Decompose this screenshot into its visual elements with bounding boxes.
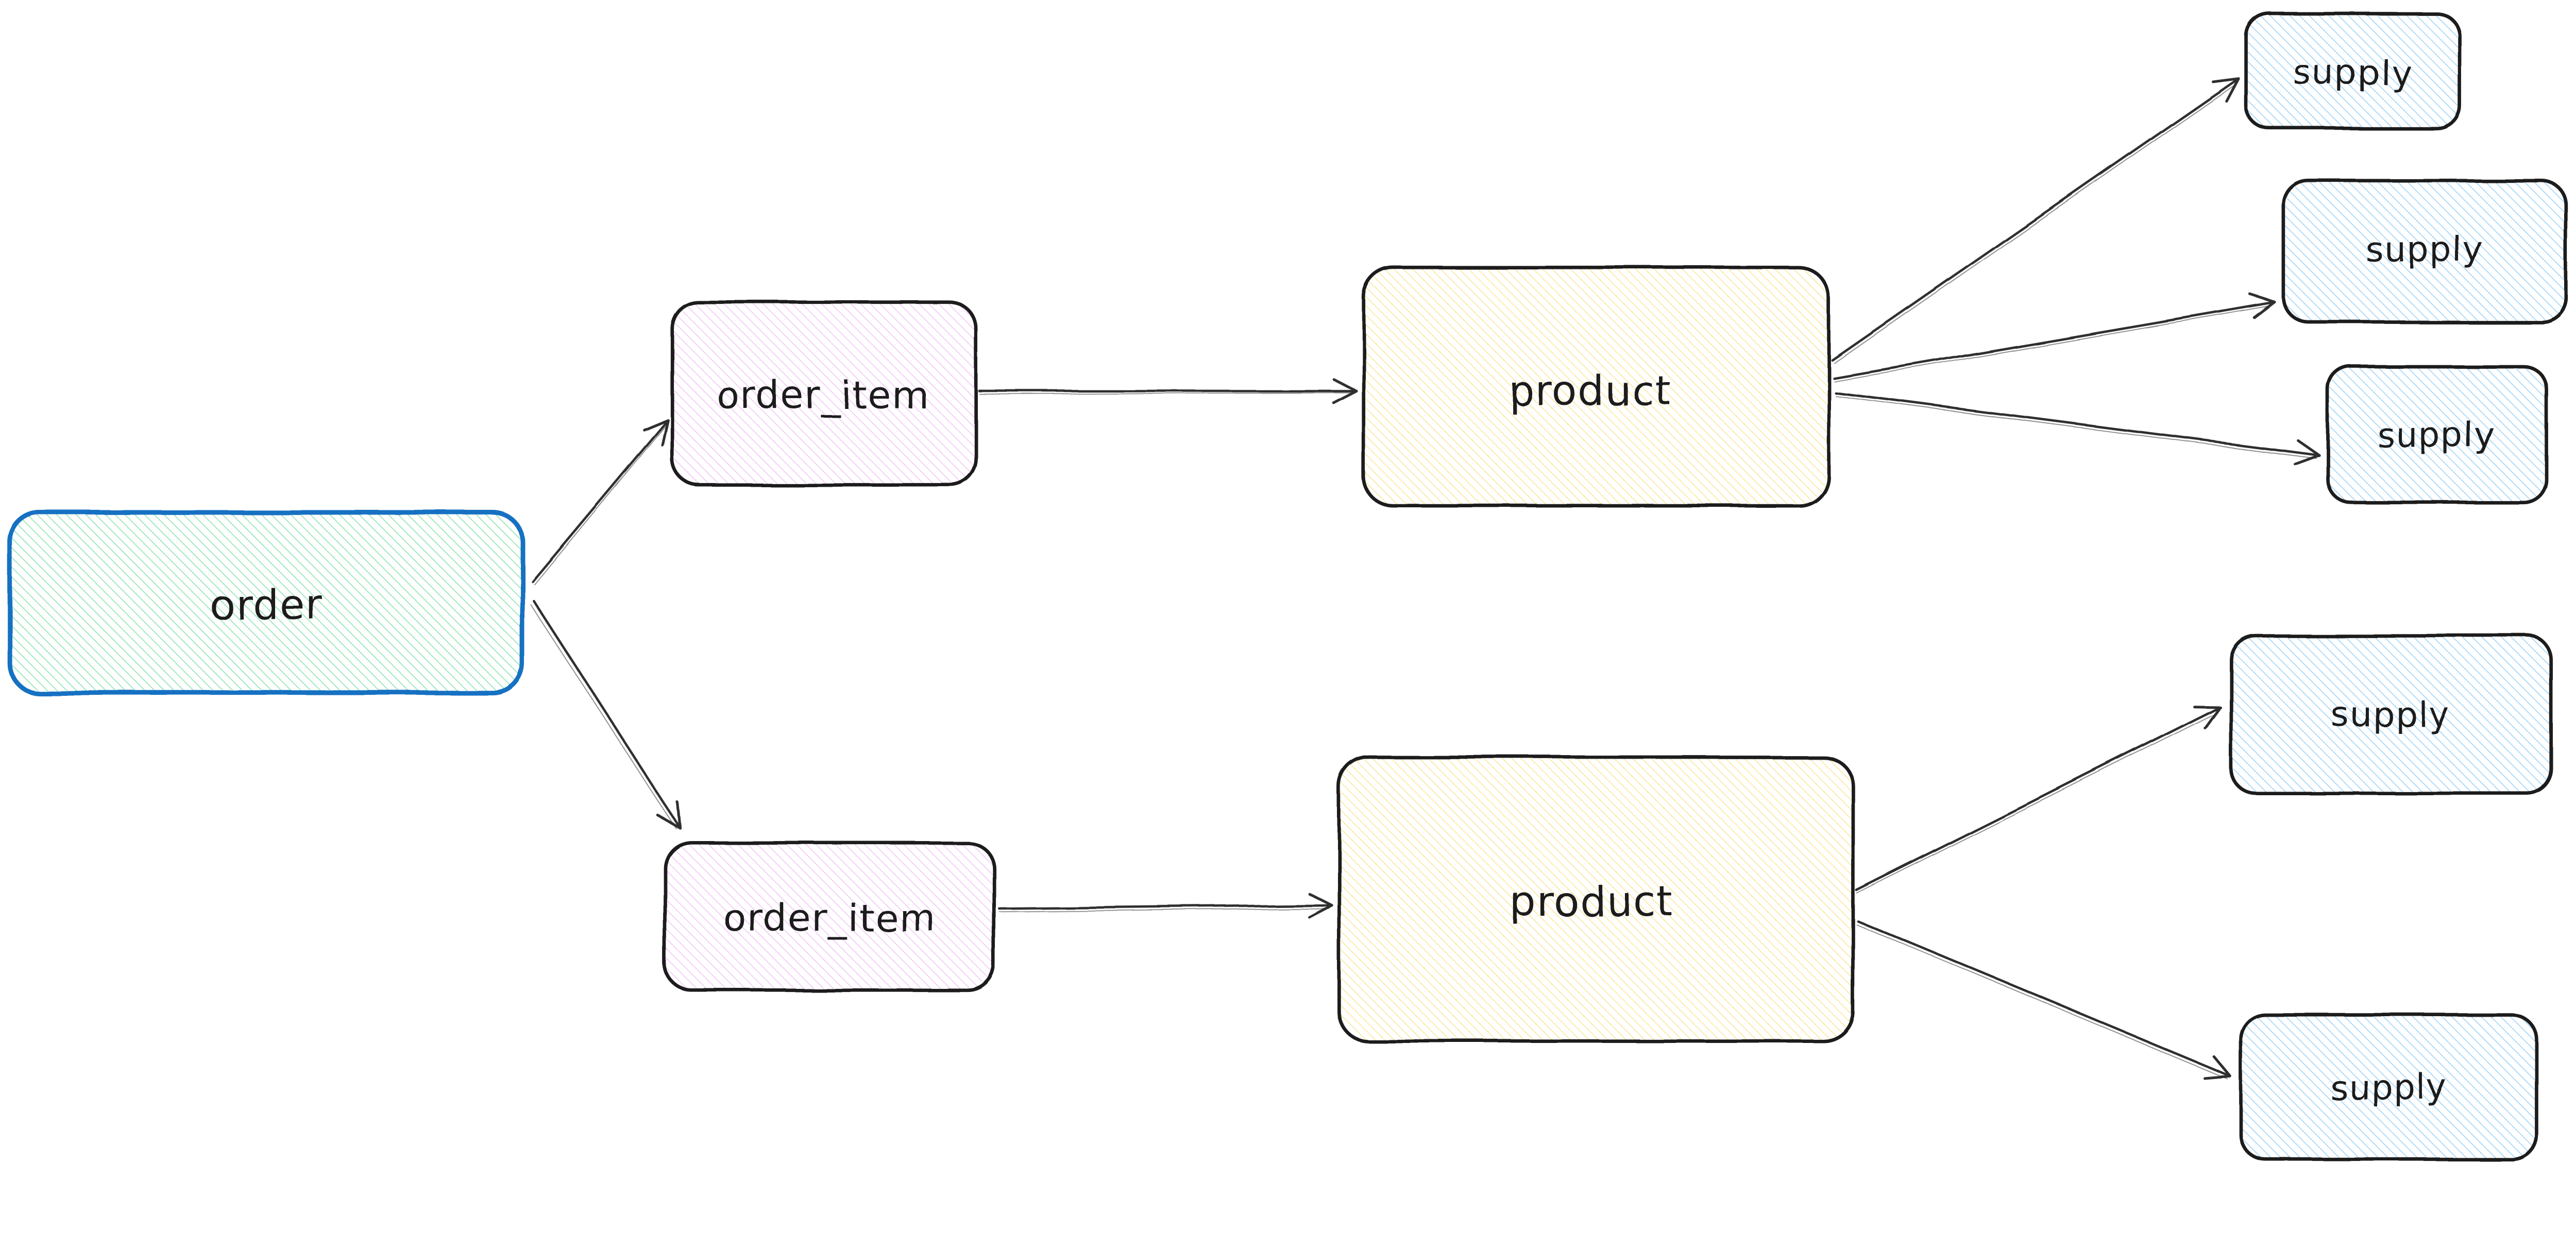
edge-order-to-order-item-bottom[interactable] [530, 600, 682, 830]
edge-order-item-bottom-to-product-bottom[interactable] [997, 892, 1333, 919]
node-supply-3-label: supply [2377, 415, 2496, 455]
edge-order-item-top-to-product-top[interactable] [978, 378, 1358, 404]
node-order-item-bottom-label: order_item [723, 896, 936, 940]
edge-product-top-to-supply-1[interactable] [1831, 77, 2240, 364]
node-supply-2-label: supply [2366, 230, 2484, 270]
node-supply-5[interactable]: supply [2239, 1013, 2538, 1161]
node-supply-2[interactable]: supply [2282, 179, 2568, 324]
node-supply-4[interactable]: supply [2229, 633, 2553, 795]
edge-product-top-to-supply-2[interactable] [1832, 293, 2276, 382]
node-product-bottom[interactable]: product [1337, 755, 1855, 1043]
edge-product-top-to-supply-3[interactable] [1834, 391, 2320, 466]
node-order-item-bottom[interactable]: order_item [664, 841, 996, 992]
diagram-canvas[interactable]: order order_item order_item product prod… [0, 0, 2576, 1176]
edge-product-bottom-to-supply-4[interactable] [1855, 706, 2222, 894]
node-product-top[interactable]: product [1362, 266, 1831, 508]
node-product-bottom-label: product [1510, 878, 1674, 926]
edge-product-bottom-to-supply-5[interactable] [1856, 920, 2232, 1080]
node-supply-5-label: supply [2329, 1067, 2448, 1107]
node-order-label: order [209, 580, 323, 628]
node-order-item-top-label: order_item [717, 374, 930, 418]
node-supply-1-label: supply [2293, 52, 2412, 92]
node-order[interactable]: order [7, 510, 525, 696]
node-supply-3[interactable]: supply [2326, 364, 2548, 505]
node-product-top-label: product [1509, 367, 1672, 415]
node-supply-1[interactable]: supply [2244, 11, 2461, 130]
node-supply-4-label: supply [2331, 694, 2450, 734]
node-order-item-top[interactable]: order_item [670, 300, 978, 487]
edge-order-to-order-item-top[interactable] [531, 418, 669, 585]
